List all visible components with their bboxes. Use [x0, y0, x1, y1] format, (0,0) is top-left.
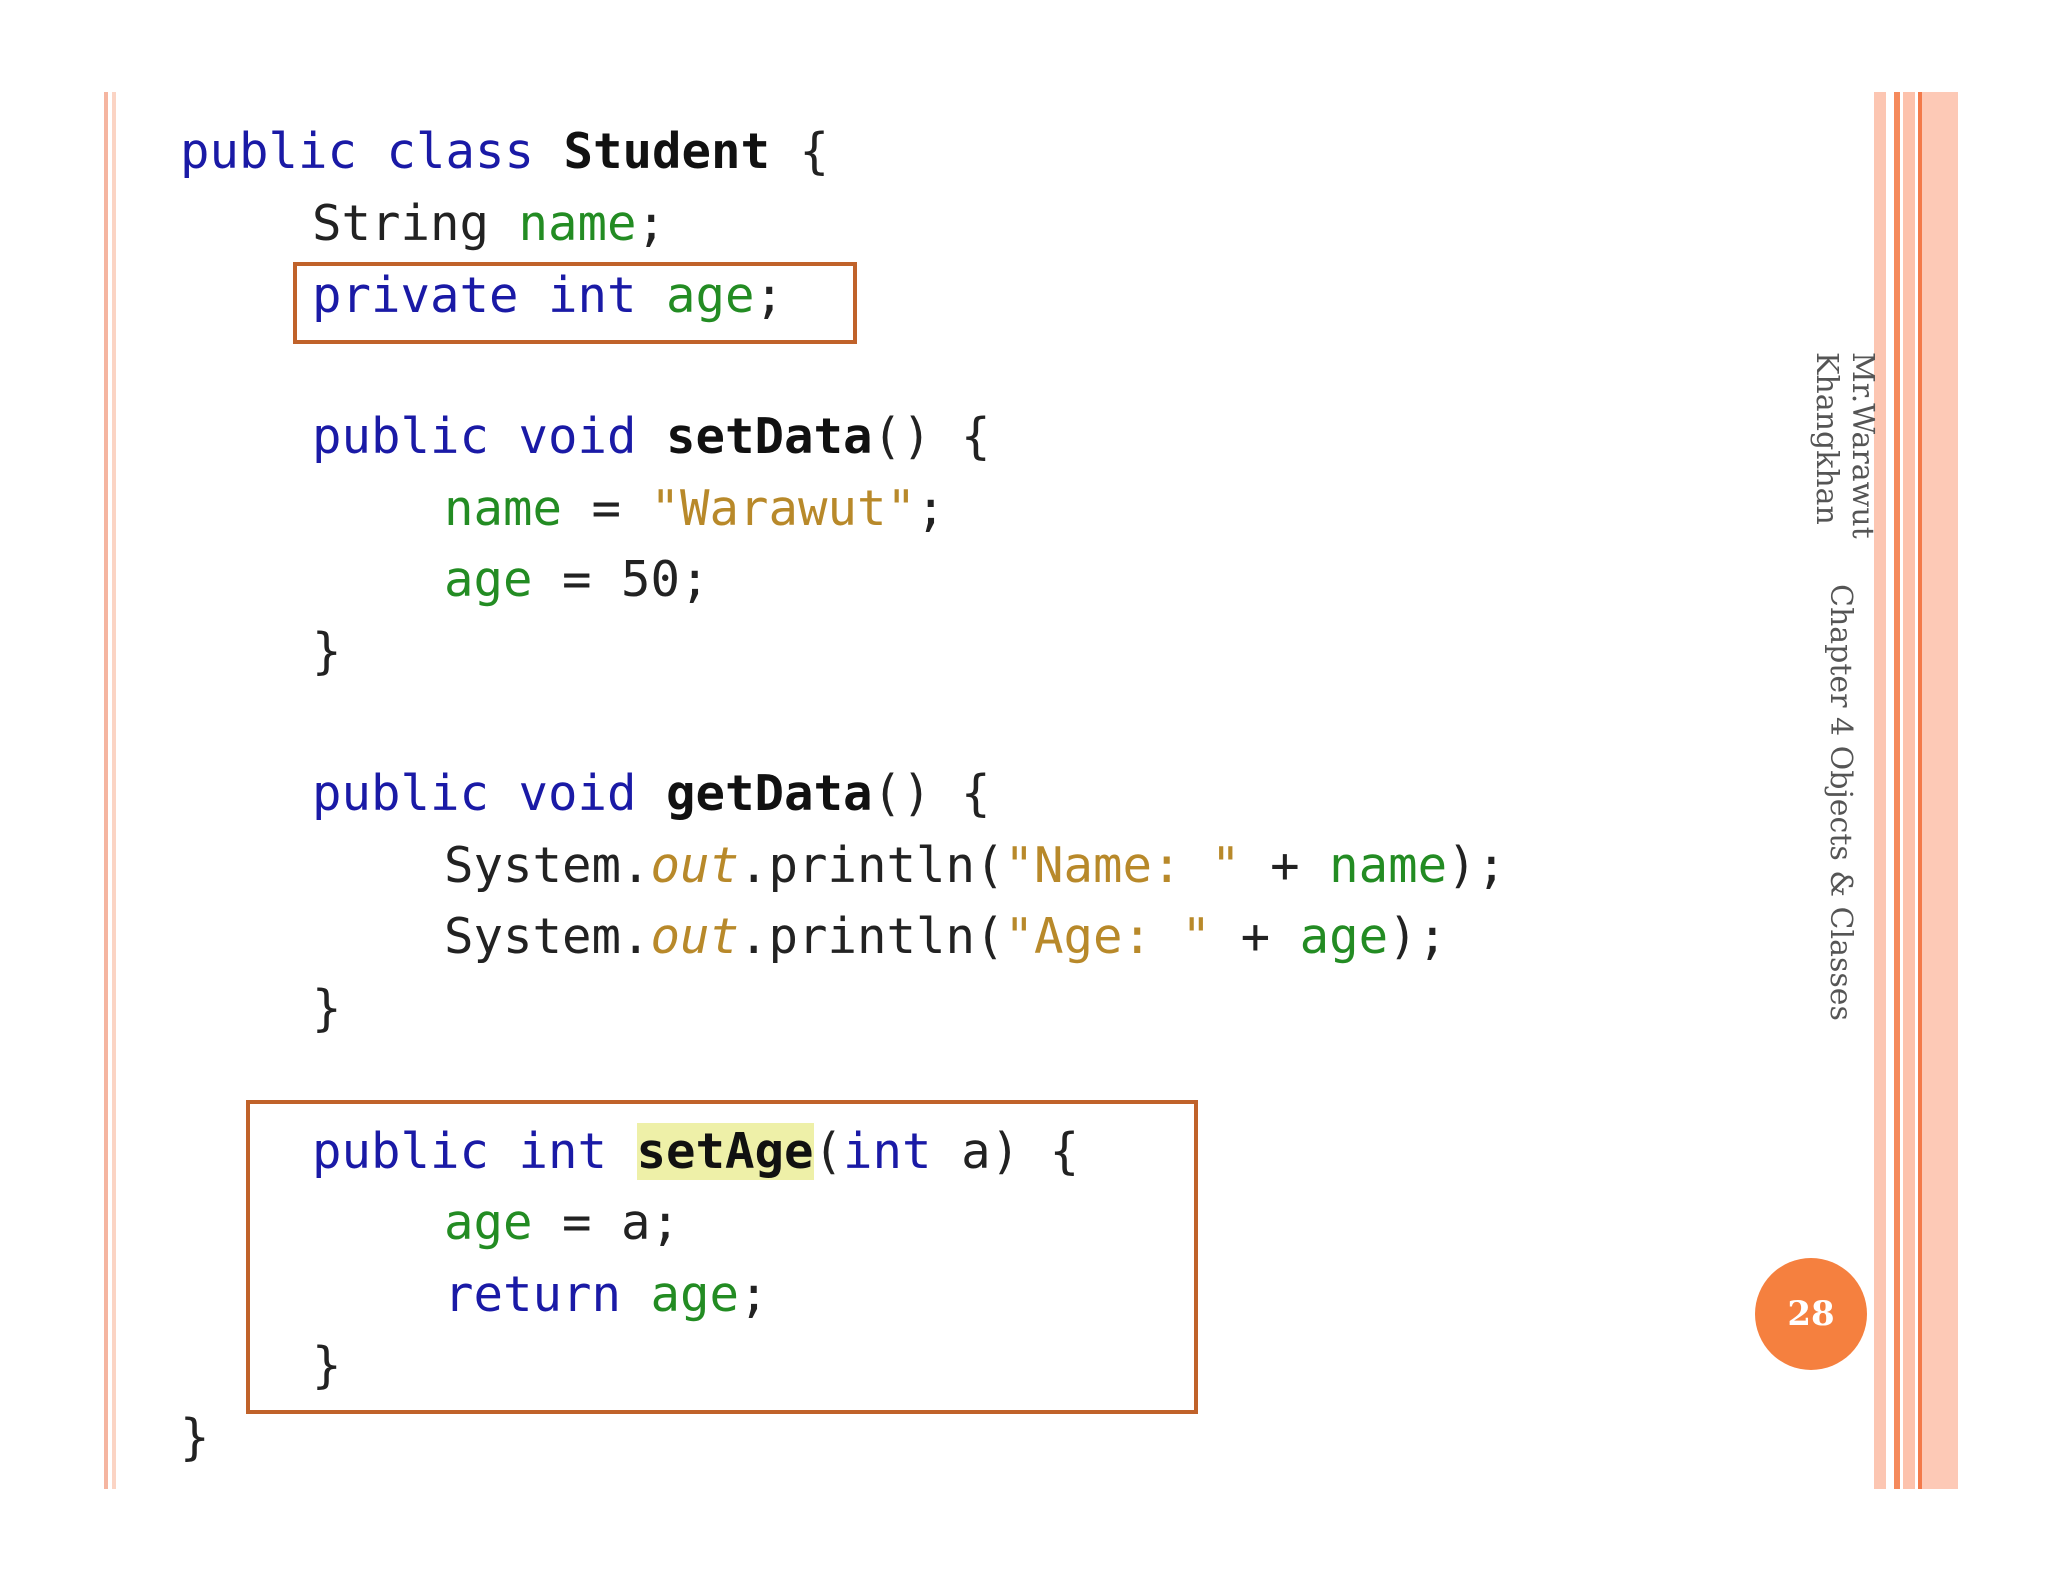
keyword-token: public int: [312, 1123, 637, 1180]
right-band-stripe: [1918, 92, 1922, 1489]
field-token: age: [650, 1266, 740, 1323]
keyword-token: public class: [180, 123, 564, 180]
author-label: Mr.Warawut Khangkhan: [1809, 352, 1880, 539]
punct-token: ;: [754, 267, 785, 324]
punct-token: (: [813, 1123, 844, 1180]
operator-token: +: [1211, 908, 1300, 965]
chapter-label: Chapter 4 Objects & Classes: [1823, 584, 1858, 1021]
operator-token: +: [1240, 837, 1330, 894]
class-token: System.: [444, 908, 651, 965]
static-field-token: out: [650, 908, 740, 965]
punct-token: );: [1447, 837, 1507, 894]
code-line-class-close: }: [180, 1406, 210, 1470]
code-line-setdata-decl: public void setData() {: [312, 405, 991, 469]
field-token: age: [1299, 908, 1389, 965]
param-token: a) {: [931, 1123, 1080, 1180]
string-token: "Warawut": [650, 480, 917, 537]
code-line-print-age: System.out.println("Age: " + age);: [444, 905, 1447, 969]
code-line-assign-age: age = 50;: [444, 548, 710, 612]
field-token: name: [1329, 837, 1448, 894]
code-line-class-decl: public class Student {: [180, 120, 829, 184]
field-token: age: [444, 1194, 533, 1251]
punct-token: );: [1388, 908, 1448, 965]
method-call-token: .println(: [739, 908, 1005, 965]
page-number-badge: 28: [1755, 1258, 1867, 1370]
punct-token: ;: [916, 480, 946, 537]
keyword-token: private int: [312, 267, 667, 324]
code-line-age-field: private int age;: [312, 264, 784, 328]
punct-token: ;: [739, 1266, 769, 1323]
type-token: String: [312, 195, 519, 252]
right-band-stripe: [1903, 92, 1915, 1489]
code-line-assign-name: name = "Warawut";: [444, 477, 946, 541]
right-band-stripe: [1894, 92, 1900, 1489]
code-line-name-field: String name;: [312, 192, 666, 256]
code-line-return: return age;: [444, 1263, 769, 1327]
value-token: = a;: [532, 1194, 681, 1251]
code-line-close-brace: }: [312, 1334, 342, 1398]
brace-token: }: [180, 1409, 210, 1466]
field-token: age: [666, 267, 755, 324]
code-line-setage-decl: public int setAge(int a) {: [312, 1120, 1079, 1184]
brace-token: }: [312, 980, 342, 1037]
punct-token: () {: [872, 408, 991, 465]
method-name-highlighted: setAge: [636, 1123, 814, 1180]
field-token: name: [518, 195, 637, 252]
brace-token: }: [312, 1337, 342, 1394]
class-name-token: Student: [563, 123, 771, 180]
right-band-stripe: [1922, 92, 1958, 1489]
method-name-token: setData: [666, 408, 873, 465]
method-call-token: .println(: [739, 837, 1005, 894]
highlight-box-private-field: [293, 262, 857, 344]
code-line-close-brace: }: [312, 620, 342, 684]
field-token: age: [444, 551, 533, 608]
keyword-token: public void: [312, 408, 667, 465]
operator-token: =: [562, 480, 651, 537]
punct-token: () {: [872, 765, 991, 822]
highlight-box-setage-method: [246, 1100, 1198, 1414]
class-token: System.: [444, 837, 651, 894]
right-band-stripe: [1874, 92, 1886, 1489]
value-token: = 50;: [532, 551, 710, 608]
code-line-print-name: System.out.println("Name: " + name);: [444, 834, 1506, 898]
keyword-token: return: [444, 1266, 651, 1323]
static-field-token: out: [650, 837, 740, 894]
field-token: name: [444, 480, 563, 537]
keyword-token: public void: [312, 765, 667, 822]
brace-token: }: [312, 623, 342, 680]
code-line-assign-param: age = a;: [444, 1191, 680, 1255]
string-token: "Name: ": [1004, 837, 1241, 894]
code-line-getdata-decl: public void getData() {: [312, 762, 991, 826]
left-rule: [104, 92, 108, 1489]
code-listing: public class Student { String name; priv…: [180, 120, 1506, 1470]
punct-token: ;: [636, 195, 667, 252]
code-line-close-brace: }: [312, 977, 342, 1041]
method-name-token: getData: [666, 765, 873, 822]
left-rule-light: [112, 92, 116, 1489]
punct-token: {: [770, 123, 830, 180]
string-token: "Age: ": [1004, 908, 1212, 965]
keyword-token: int: [843, 1123, 932, 1180]
